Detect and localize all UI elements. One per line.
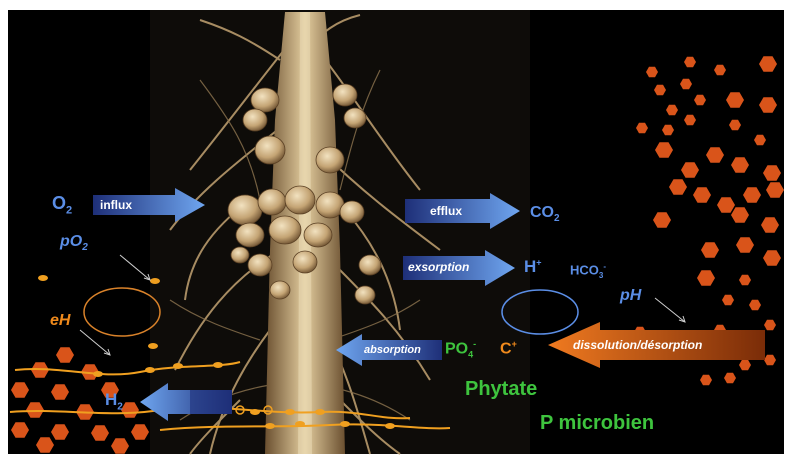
po2-label: pO2 bbox=[60, 233, 88, 253]
po4-label: PO4- bbox=[445, 339, 476, 360]
influx-label: influx bbox=[100, 198, 132, 212]
absorption-label: absorption bbox=[364, 344, 421, 356]
h2-label: H2 bbox=[105, 390, 123, 412]
eh-label: eH bbox=[50, 312, 70, 330]
hco3-label: HCO3- bbox=[570, 262, 606, 280]
hplus-label: H+ bbox=[524, 257, 542, 277]
efflux-label: efflux bbox=[430, 204, 462, 218]
cplus-label: C+ bbox=[500, 339, 517, 358]
ph-label: pH bbox=[620, 287, 641, 305]
p-microbien-label: P microbien bbox=[540, 412, 654, 435]
exsorption-label: exsorption bbox=[408, 260, 469, 274]
o2-label: O2 bbox=[52, 193, 72, 217]
co2-label: CO2 bbox=[530, 204, 560, 224]
phytate-label: Phytate bbox=[465, 378, 537, 401]
dissolution-label: dissolution/désorption bbox=[573, 338, 702, 352]
